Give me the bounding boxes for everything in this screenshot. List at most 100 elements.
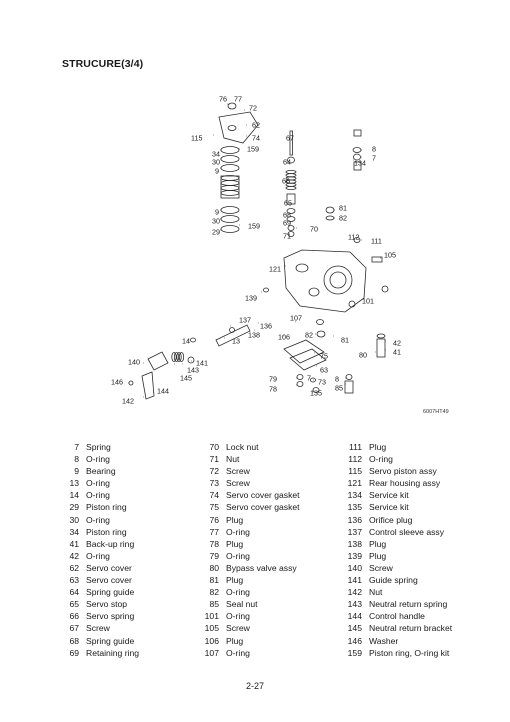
part-number: 68	[69, 635, 79, 646]
callout-label: 30	[212, 217, 220, 226]
part-number: 141	[347, 575, 362, 586]
service-kit-shape	[353, 161, 362, 171]
part-number: 101	[204, 611, 219, 622]
part-row: 72 Screw	[198, 465, 338, 477]
part-name: Retaining ring	[86, 647, 140, 658]
callout-label: 75	[320, 352, 328, 361]
part-row: 64 Spring guide	[58, 586, 198, 598]
part-number: 112	[348, 454, 362, 465]
part-name: Screw	[226, 466, 250, 477]
part-number: 63	[69, 575, 79, 586]
part-name: Seal nut	[226, 599, 258, 610]
callout-label: 64	[283, 158, 291, 167]
part-name: Piston ring	[86, 502, 127, 513]
part-name: Plug	[226, 514, 244, 525]
callout-label: 7	[372, 154, 376, 163]
servo-cover-shape	[289, 348, 327, 371]
part-name: Service kit	[369, 490, 409, 501]
retaining-ring-shape	[286, 216, 296, 222]
part-name: Piston ring, O-ring kit	[369, 647, 450, 658]
callout-label: 121	[269, 265, 281, 274]
lock-nut-shape	[287, 225, 295, 231]
callout-label: 137	[239, 316, 251, 325]
part-number: 72	[209, 466, 219, 477]
callout-label: 9	[215, 167, 219, 176]
part-name: Lock nut	[226, 442, 259, 452]
cover-hole-shape	[227, 125, 237, 131]
callout-label: 112	[348, 233, 359, 242]
callout-label: 41	[393, 348, 401, 357]
callout-label: 82	[305, 331, 313, 340]
neutral-return-spring-coil	[176, 352, 182, 362]
callout-label: 106	[278, 333, 290, 342]
plug-shape	[227, 102, 237, 110]
servo-cover-gasket-shape	[283, 339, 325, 364]
part-number: 64	[69, 587, 79, 598]
callout-label: 63	[320, 366, 328, 375]
part-name: O-ring	[226, 526, 250, 537]
servo-stop-shape	[286, 193, 296, 205]
callout-label: 14	[182, 337, 190, 346]
part-name: Neutral return spring	[369, 599, 448, 610]
part-row: 63 Servo cover	[58, 574, 198, 586]
part-name: O-ring	[86, 454, 110, 465]
bearing-shape	[220, 164, 240, 172]
callout-label: 105	[384, 251, 396, 260]
callout-label: 69	[283, 219, 291, 228]
plug-shape	[316, 330, 326, 338]
screw-shape	[371, 256, 383, 263]
part-number: 107	[204, 647, 219, 658]
callout-label: 144	[157, 387, 169, 396]
callout-label: 79	[269, 375, 277, 384]
oring-shape	[316, 319, 324, 325]
part-number: 77	[209, 526, 219, 537]
callout-label: 72	[249, 104, 257, 113]
part-number: 79	[209, 550, 219, 561]
part-name: Guide spring	[369, 575, 418, 586]
callout-label: 71	[283, 232, 291, 241]
housing-port-shape	[295, 263, 309, 273]
part-row: 112 O-ring	[341, 453, 481, 465]
part-number: 9	[74, 466, 79, 477]
part-number: 135	[347, 502, 362, 513]
part-name: Nut	[369, 587, 383, 598]
oring-shape	[345, 374, 353, 380]
part-name: O-ring	[369, 454, 393, 465]
orifice-plug-shape	[229, 327, 235, 333]
service-kit-shape	[353, 129, 362, 137]
part-name: Screw	[226, 623, 250, 634]
control-sleeve-shape	[215, 324, 251, 347]
callout-label: 81	[341, 336, 349, 345]
part-name: Servo cover gasket	[226, 490, 300, 501]
part-number: 8	[74, 454, 79, 465]
part-name: O-ring	[86, 514, 110, 525]
neutral-return-spring-coil	[171, 352, 177, 362]
washer-shape	[128, 380, 134, 386]
part-name: Spring guide	[86, 587, 135, 598]
part-number: 75	[209, 502, 219, 513]
housing-bore-shape	[323, 265, 353, 295]
callout-label: 138	[248, 331, 260, 340]
part-name: Servo cover	[86, 575, 132, 586]
